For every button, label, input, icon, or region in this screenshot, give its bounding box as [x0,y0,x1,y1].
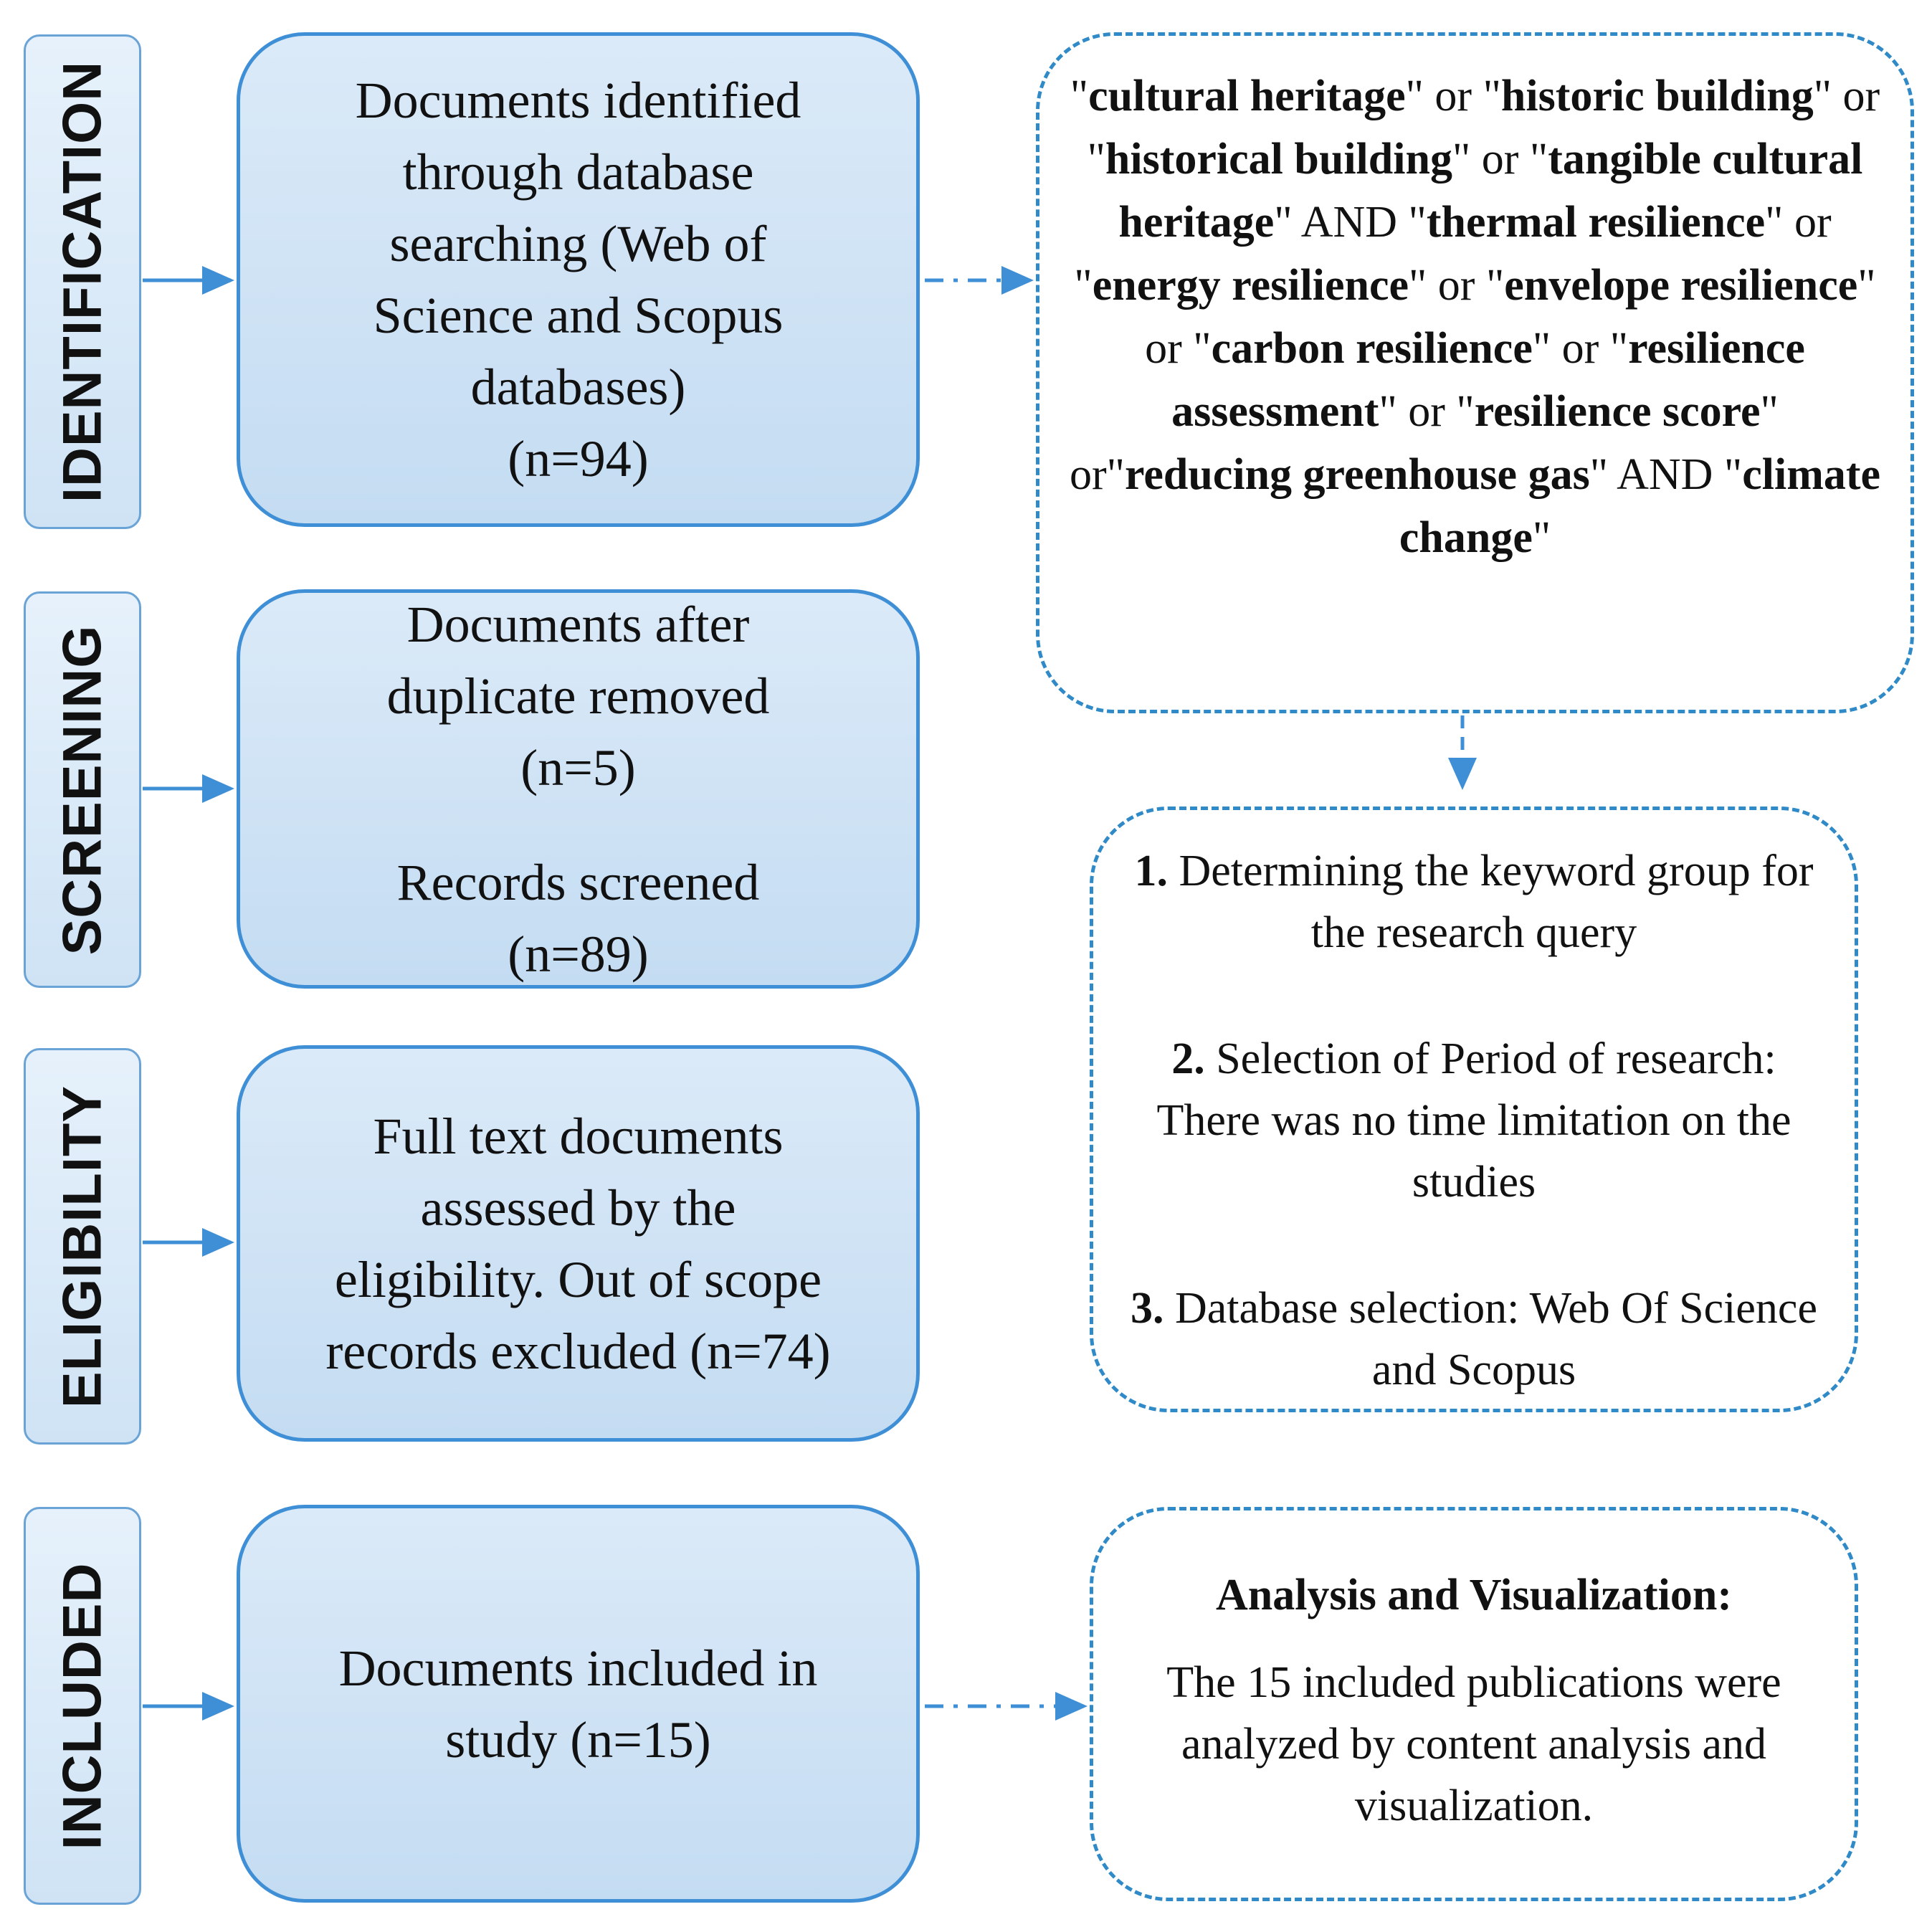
screening-duplicates-count: (n=5) [520,738,636,796]
step-text: Database selection: Web Of Science and S… [1164,1284,1817,1394]
query-operator: " or " [1409,261,1505,310]
query-operator: " or" [1069,387,1779,499]
analysis-box: Analysis and Visualization: The 15 inclu… [1090,1507,1858,1901]
screening-duplicates-line: duplicate removed [386,667,770,725]
identification-line: Documents identified [355,72,801,129]
query-term: historical building [1105,135,1452,184]
query-operator: " or " [1074,198,1832,310]
query-operator: " or " [1145,261,1876,373]
query-term: carbon resilience [1211,324,1533,373]
query-operator: " or " [1379,387,1475,436]
screening-box: Documents after duplicate removed (n=5) … [237,589,920,989]
search-query-text: "cultural heritage" or "historic buildin… [1068,65,1882,569]
method-step: 3. Database selection: Web Of Science an… [1122,1277,1826,1401]
included-line: Documents included in [338,1639,818,1697]
identification-line: databases) [470,358,686,416]
query-operator: " or " [1087,72,1880,184]
step-text: Determining the keyword group for the re… [1168,847,1814,957]
eligibility-line: records excluded (n=74) [325,1322,831,1380]
screening-records-line: Records screened [396,853,760,911]
step-text: Selection of Period of research: There w… [1156,1034,1791,1207]
analysis-text: The 15 included publications were analyz… [1166,1658,1781,1830]
eligibility-line: assessed by the [420,1179,736,1237]
query-operator: " or " [1405,72,1501,120]
identification-line: through database [402,143,754,201]
included-box: Documents included in study (n=15) [237,1505,920,1903]
query-operator: " or " [1532,324,1629,373]
query-term: resilience assessment [1171,324,1805,436]
step-number: 1. [1134,847,1169,895]
query-operator: " AND " [1589,450,1743,499]
method-steps-box: 1. Determining the keyword group for the… [1090,807,1858,1412]
identification-line: Science and Scopus [373,287,784,344]
query-term: reducing greenhouse gas [1124,450,1590,499]
query-term: cultural heritage [1088,72,1406,120]
stage-included: INCLUDED [24,1507,141,1905]
step-number: 3. [1131,1284,1164,1333]
query-term: climate change [1399,450,1881,562]
stage-eligibility: ELIGIBILITY [24,1048,141,1445]
step-number: 2. [1171,1034,1205,1083]
query-operator: " [1532,513,1551,562]
identification-line: searching (Web of [389,215,767,272]
query-term: envelope resilience [1504,261,1858,310]
identification-count: (n=94) [508,430,649,487]
query-term: historic building [1500,72,1814,120]
search-query-box: "cultural heritage" or "historic buildin… [1036,32,1914,713]
stage-included-label: INCLUDED [52,1562,113,1850]
stage-identification-label: IDENTIFICATION [52,60,113,503]
eligibility-line: eligibility. Out of scope [334,1250,822,1308]
screening-duplicates-line: Documents after [406,595,750,653]
analysis-heading: Analysis and Visualization: [1215,1571,1733,1619]
query-operator: " [1070,72,1089,120]
query-term: tangible cultural heritage [1118,135,1863,247]
query-term: energy resilience [1092,261,1409,310]
query-operator: " AND " [1274,198,1427,247]
eligibility-box: Full text documents assessed by the elig… [237,1045,920,1442]
query-operator: " or " [1452,135,1548,184]
screening-records-count: (n=89) [508,925,649,983]
method-step: 2. Selection of Period of research: Ther… [1122,1028,1826,1213]
stage-identification: IDENTIFICATION [24,34,141,529]
eligibility-line: Full text documents [373,1107,784,1165]
query-term: thermal resilience [1426,198,1766,247]
identification-box: Documents identified through database se… [237,32,920,527]
query-term: resilience score [1474,387,1761,436]
included-line: study (n=15) [445,1710,711,1769]
method-step: 1. Determining the keyword group for the… [1122,840,1826,964]
stage-eligibility-label: ELIGIBILITY [52,1085,113,1408]
stage-screening-label: SCREENING [52,624,113,955]
stage-screening: SCREENING [24,591,141,988]
